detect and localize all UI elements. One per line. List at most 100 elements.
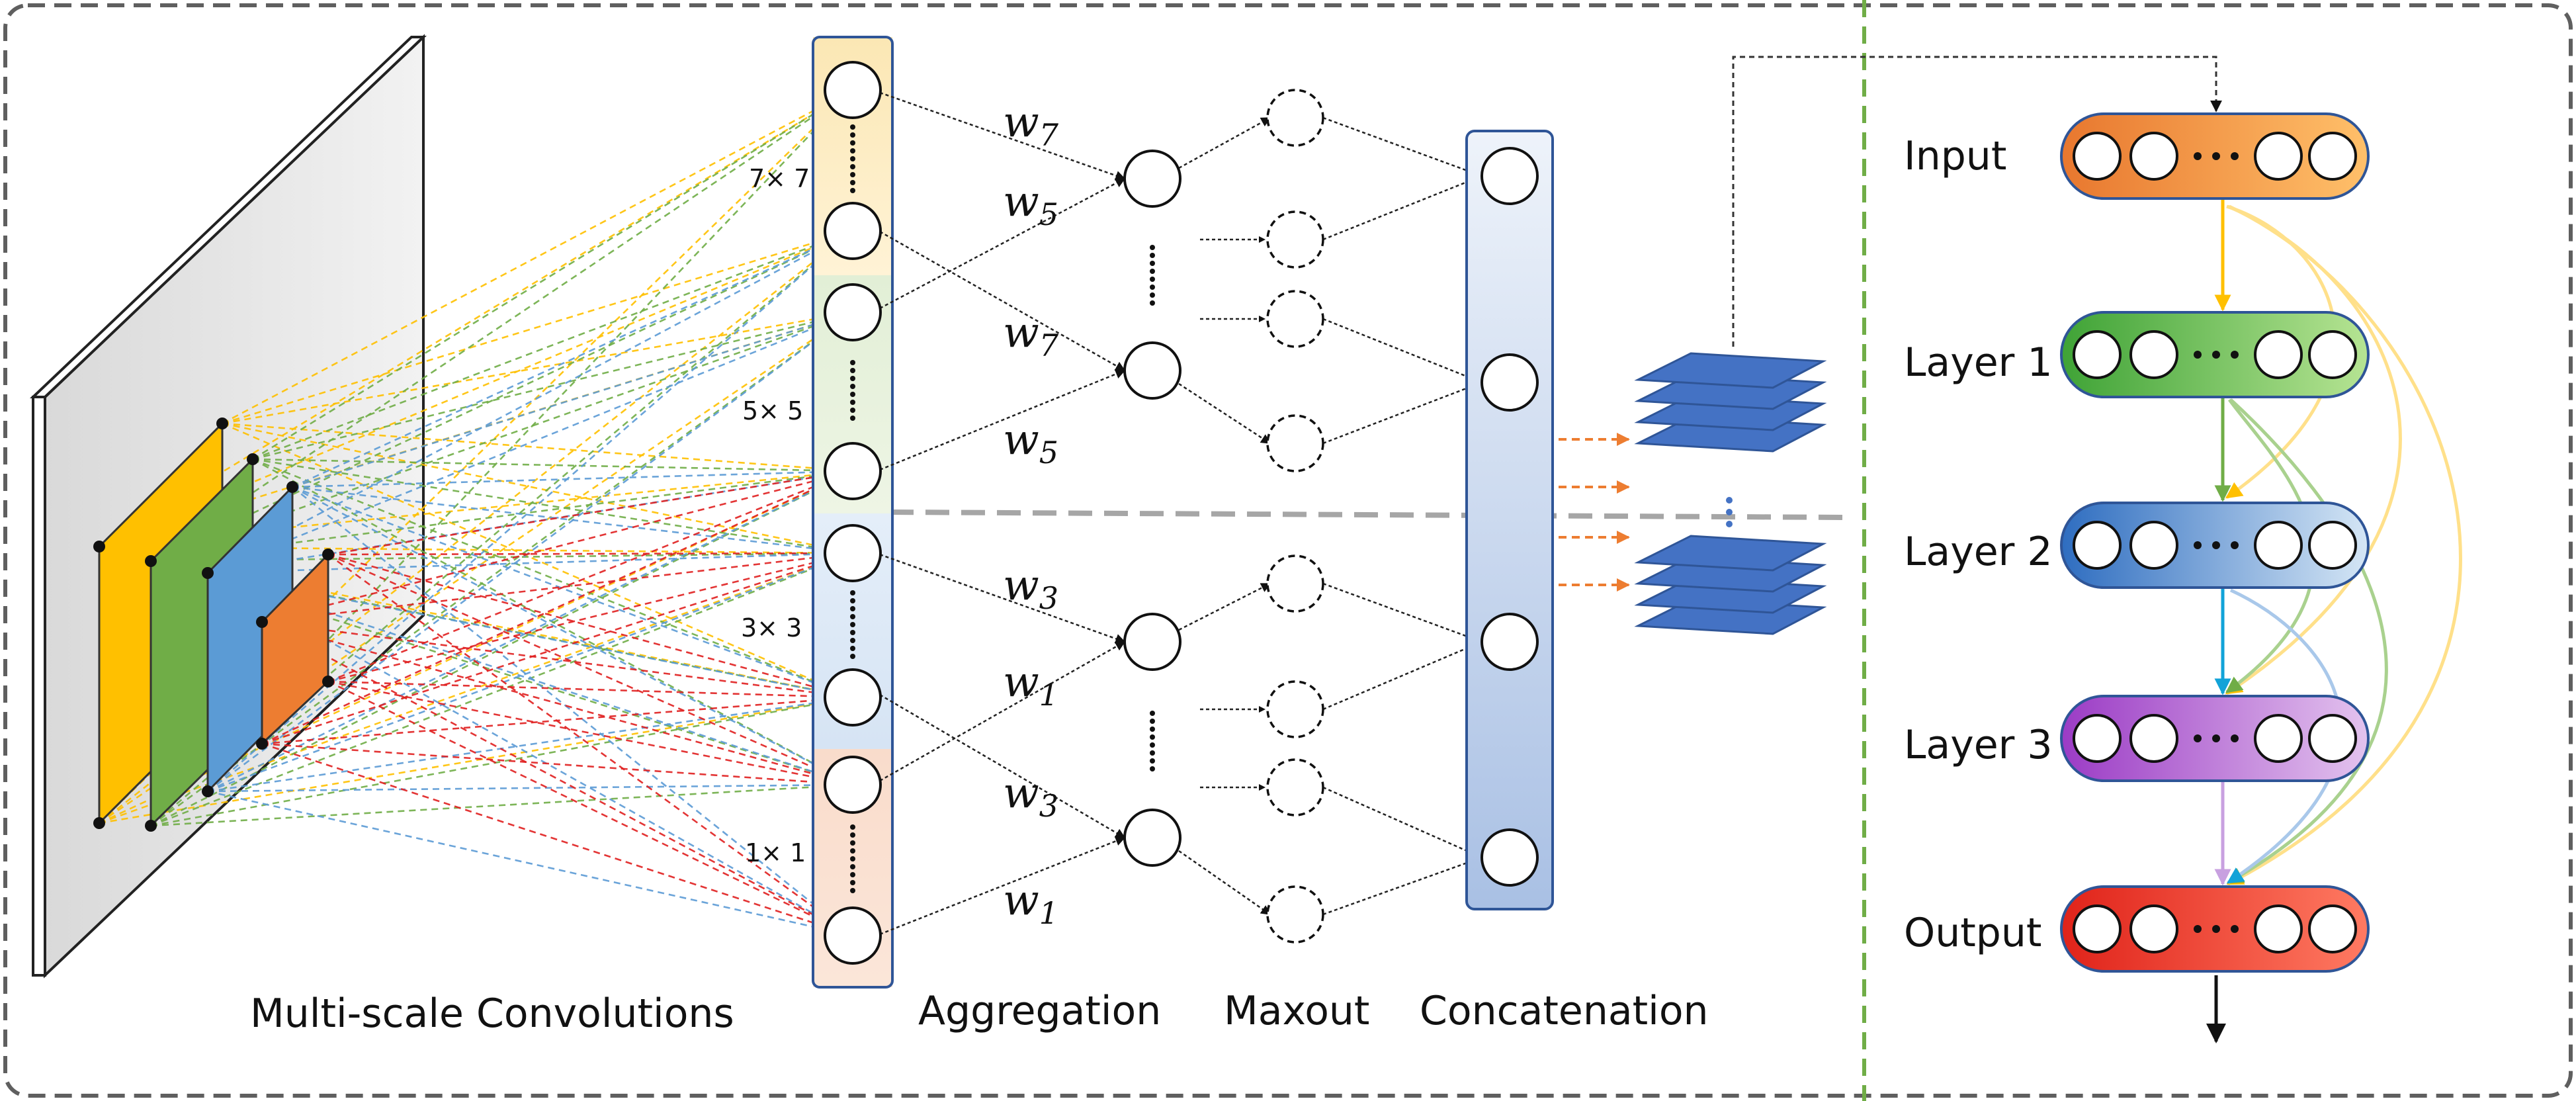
layer-neuron xyxy=(2073,904,2122,953)
neuron-ellipsis xyxy=(2212,541,2220,549)
feature-map-stacks xyxy=(1634,352,1827,635)
weight-label: w7 xyxy=(1003,308,1059,363)
ellipsis-dot xyxy=(1150,292,1155,298)
layer-label-output: Output xyxy=(1904,910,2041,956)
neuron-ellipsis xyxy=(2212,925,2220,933)
ellipsis-dot xyxy=(850,148,855,154)
ellipsis-dot xyxy=(850,124,855,130)
conn-line xyxy=(252,458,853,699)
ellipsis-dot xyxy=(1150,719,1155,724)
column-node xyxy=(824,524,882,582)
ellipsis-dot xyxy=(850,164,855,169)
conn-line xyxy=(150,89,853,562)
conn-line xyxy=(292,230,853,488)
conn-line xyxy=(207,696,853,793)
conn-line xyxy=(261,621,853,937)
edge-col-agg xyxy=(879,369,1126,471)
conn-line xyxy=(327,680,853,937)
kernel-label-3x3: 3× 3 xyxy=(741,613,802,642)
conn-line xyxy=(207,311,853,793)
concat-node xyxy=(1481,828,1539,887)
layer-neuron xyxy=(2254,904,2303,953)
conn-line xyxy=(292,486,853,937)
layer-neuron xyxy=(2129,132,2178,181)
corner-dot xyxy=(145,820,157,832)
weight-label: w5 xyxy=(1003,416,1058,470)
weight-label: w7 xyxy=(1003,98,1059,153)
kernel-label-5x5: 5× 5 xyxy=(742,396,803,425)
edge-col-agg xyxy=(879,177,1126,310)
dense-layer-layer-2 xyxy=(2060,502,2370,589)
ellipsis-dot xyxy=(850,408,855,413)
edge-col-agg xyxy=(879,836,1126,936)
edge-col-agg xyxy=(879,230,1126,372)
conn-line xyxy=(150,230,853,826)
ellipsis-dot xyxy=(1150,750,1155,756)
edge-col-agg xyxy=(879,91,1126,181)
ellipsis-dot xyxy=(850,180,855,185)
ellipsis-dot xyxy=(850,172,855,177)
conn-line xyxy=(261,470,853,623)
conn-line xyxy=(261,621,853,786)
edge-max-concat xyxy=(1322,640,1483,711)
conn-line xyxy=(222,422,853,554)
ellipsis-dot xyxy=(1150,261,1155,266)
layer-neuron xyxy=(2308,132,2357,181)
neuron-ellipsis xyxy=(2194,351,2202,359)
caption-concatenation: Concatenation xyxy=(1420,988,1709,1034)
ellipsis-dot xyxy=(850,140,855,146)
ellipsis-dots xyxy=(850,124,1512,893)
concatenation-nodes xyxy=(1481,147,1539,887)
dense-layer-output xyxy=(2060,885,2370,973)
layer1-to-output xyxy=(2226,398,2388,885)
ellipsis-dot xyxy=(850,156,855,161)
conn-line xyxy=(207,552,853,793)
ellipsis-dot xyxy=(1150,758,1155,764)
conn-line xyxy=(261,696,853,745)
ellipsis-dot xyxy=(850,188,855,193)
maxout-node xyxy=(1266,554,1324,613)
layer-neuron xyxy=(2254,521,2303,570)
ellipsis-dot xyxy=(850,392,855,397)
layer-neuron xyxy=(2308,330,2357,379)
neuron-ellipsis xyxy=(2231,925,2239,933)
corner-dot xyxy=(93,817,105,829)
ellipsis-dot xyxy=(1150,253,1155,258)
concat-node xyxy=(1481,613,1539,671)
kernel-label-1x1: 1× 1 xyxy=(745,838,806,867)
conn-line xyxy=(327,470,853,556)
conn-line xyxy=(207,230,853,574)
feature-map-sheet xyxy=(1634,535,1827,572)
corner-dot xyxy=(145,555,157,567)
stack-arrows xyxy=(1559,433,1630,592)
ellipsis-dot xyxy=(850,360,855,365)
maxout-node xyxy=(1266,885,1324,944)
edge-max-concat xyxy=(1322,116,1483,178)
input-to-layer3 xyxy=(2225,204,2402,695)
concatenation-bar xyxy=(1465,130,1554,910)
conn-line xyxy=(222,311,853,425)
corner-dot xyxy=(216,418,228,429)
ellipsis-dot xyxy=(1150,285,1155,290)
corner-dot xyxy=(202,567,214,579)
kernel-maps xyxy=(98,421,329,828)
ellipsis-dot xyxy=(850,384,855,389)
kernel-corner-dots xyxy=(93,418,334,832)
aggregation-node xyxy=(1123,613,1181,671)
conn-line xyxy=(222,422,853,699)
conn-line xyxy=(150,560,853,786)
conn-line xyxy=(150,470,853,827)
neuron-ellipsis xyxy=(2231,734,2239,742)
edge-max-concat xyxy=(1322,786,1483,859)
layer-neuron xyxy=(2073,330,2122,379)
conn-line xyxy=(261,621,853,699)
corner-dot xyxy=(322,549,334,560)
conn-line xyxy=(207,311,853,574)
neuron-ellipsis xyxy=(2231,152,2239,160)
ellipsis-dot xyxy=(850,376,855,381)
layer-neuron xyxy=(2129,330,2178,379)
conn-line xyxy=(150,552,853,827)
ellipsis-dot xyxy=(850,848,855,854)
weight-label: w5 xyxy=(1003,177,1058,232)
